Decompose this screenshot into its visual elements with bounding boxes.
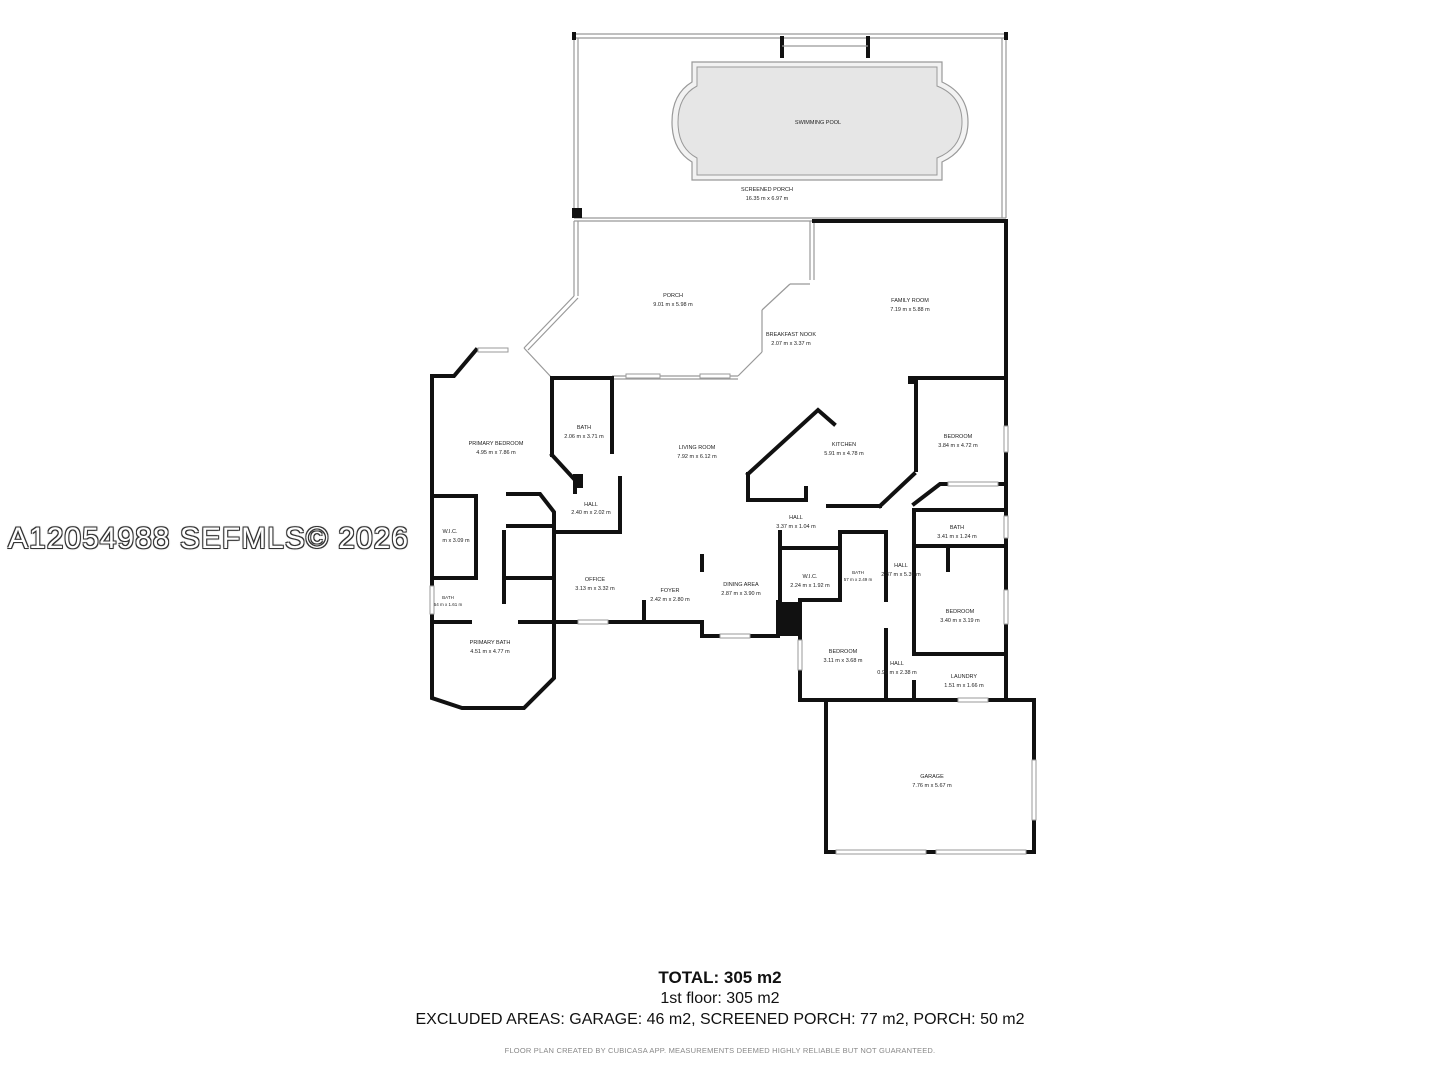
room-bath-2-name: BATH bbox=[950, 525, 964, 531]
screened-porch-outline bbox=[572, 32, 1008, 222]
room-dining-area-name: DINING AREA bbox=[723, 582, 759, 588]
total-area: TOTAL: 305 m2 bbox=[658, 968, 782, 987]
room-laundry-name: LAUNDRY bbox=[951, 674, 978, 680]
room-bath-3-dim: 57 m x 2.49 m bbox=[844, 577, 873, 582]
room-porch-name: PORCH bbox=[663, 293, 683, 299]
room-primary-bath-dim: 4.51 m x 4.77 m bbox=[470, 649, 510, 655]
room-hall-1-dim: 2.40 m x 2.02 m bbox=[571, 510, 611, 516]
room-primary-bath-name: PRIMARY BATH bbox=[470, 640, 511, 646]
room-kitchen-name: KITCHEN bbox=[832, 442, 856, 448]
room-breakfast-nook-dim: 2.07 m x 3.37 m bbox=[771, 341, 811, 347]
room-bedroom-2-dim: 3.40 m x 3.19 m bbox=[940, 618, 980, 624]
room-screened-porch-name: SCREENED PORCH bbox=[741, 187, 793, 193]
room-primary-bedroom-name: PRIMARY BEDROOM bbox=[469, 441, 524, 447]
room-wic-1-name: W.I.C. bbox=[443, 529, 458, 535]
room-bath-4-dim: 54 m x 1.61 m bbox=[434, 602, 463, 607]
floor-area: 1st floor: 305 m2 bbox=[660, 990, 780, 1007]
room-family-room-dim: 7.19 m x 5.88 m bbox=[890, 307, 930, 313]
room-hall-3-name: HALL bbox=[894, 563, 908, 569]
room-bedroom-2-name: BEDROOM bbox=[946, 609, 975, 615]
room-hall-2-dim: 3.37 m x 1.04 m bbox=[776, 524, 816, 530]
room-breakfast-nook-name: BREAKFAST NOOK bbox=[766, 332, 816, 338]
room-wic-1-dim: m x 3.09 m bbox=[442, 538, 470, 544]
room-bedroom-1-name: BEDROOM bbox=[944, 434, 973, 440]
room-foyer-dim: 2.42 m x 2.80 m bbox=[650, 597, 690, 603]
room-bath-3-name: BATH bbox=[852, 570, 864, 575]
room-bath-2-dim: 3.41 m x 1.24 m bbox=[937, 534, 977, 540]
room-hall-3-dim: 2.37 m x 5.39 m bbox=[881, 572, 921, 578]
room-garage-name: GARAGE bbox=[920, 774, 944, 780]
room-screened-porch-dim: 16.35 m x 6.97 m bbox=[746, 196, 789, 202]
room-foyer-name: FOYER bbox=[661, 588, 680, 594]
room-labels: SWIMMING POOL SCREENED PORCH 16.35 m x 6… bbox=[434, 120, 984, 789]
room-bedroom-3-dim: 3.11 m x 3.68 m bbox=[823, 658, 862, 664]
excluded-areas: EXCLUDED AREAS: GARAGE: 46 m2, SCREENED … bbox=[415, 1011, 1025, 1028]
room-bath-4-name: BATH bbox=[442, 595, 454, 600]
room-office-name: OFFICE bbox=[585, 577, 605, 583]
room-family-room-name: FAMILY ROOM bbox=[891, 298, 929, 304]
room-bedroom-3-name: BEDROOM bbox=[829, 649, 858, 655]
room-swimming-pool: SWIMMING POOL bbox=[795, 120, 841, 126]
windows bbox=[429, 347, 1037, 855]
watermark: A12054988 SEFMLS© 2026 bbox=[8, 522, 410, 555]
porch-outline bbox=[523, 221, 815, 380]
disclaimer: FLOOR PLAN CREATED BY CUBICASA APP. MEAS… bbox=[504, 1046, 936, 1055]
room-bath-1-name: BATH bbox=[577, 425, 591, 431]
room-primary-bedroom-dim: 4.95 m x 7.86 m bbox=[476, 450, 516, 456]
room-dining-area-dim: 2.87 m x 3.90 m bbox=[721, 591, 761, 597]
room-wic-2-name: W.I.C. bbox=[803, 574, 818, 580]
swimming-pool bbox=[671, 61, 969, 181]
room-bedroom-1-dim: 3.84 m x 4.72 m bbox=[938, 443, 978, 449]
room-hall-2-name: HALL bbox=[789, 515, 803, 521]
room-wic-2-dim: 2.24 m x 1.92 m bbox=[790, 583, 830, 589]
room-hall-4-dim: 0.99 m x 2.38 m bbox=[877, 670, 917, 676]
room-bath-1-dim: 2.06 m x 3.71 m bbox=[564, 434, 604, 440]
room-hall-1-name: HALL bbox=[584, 502, 598, 508]
room-living-room-dim: 7.92 m x 6.12 m bbox=[677, 454, 717, 460]
room-garage-dim: 7.76 m x 5.67 m bbox=[912, 783, 952, 789]
room-porch-dim: 9.01 m x 5.98 m bbox=[653, 302, 693, 308]
room-laundry-dim: 1.51 m x 1.66 m bbox=[944, 683, 984, 689]
room-kitchen-dim: 5.91 m x 4.78 m bbox=[824, 451, 864, 457]
room-hall-4-name: HALL bbox=[890, 661, 904, 667]
room-living-room-name: LIVING ROOM bbox=[679, 445, 716, 451]
room-office-dim: 3.13 m x 3.32 m bbox=[575, 586, 615, 592]
